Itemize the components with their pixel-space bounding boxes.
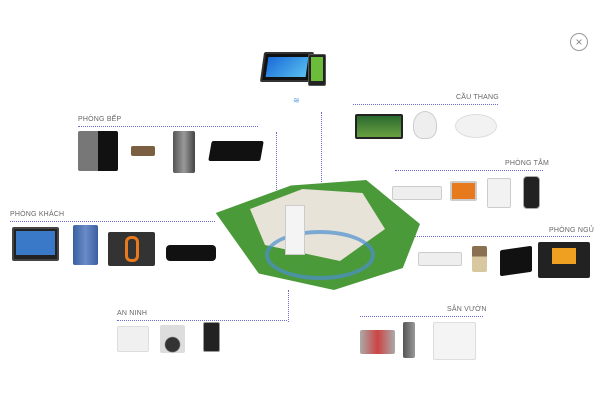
motion-sensor-image [455, 114, 497, 138]
connector-line [353, 104, 498, 105]
connector-line [117, 320, 287, 321]
connector-line [321, 112, 322, 182]
group-label-garden: SÂN VƯỜN [447, 306, 487, 313]
thermostat-panel-image [538, 242, 590, 278]
phone-image [308, 54, 326, 86]
group-label-stairs: CẦU THANG [456, 94, 499, 101]
door-panel-image [203, 322, 220, 352]
air-conditioner-image [418, 252, 462, 266]
security-hub-image [117, 326, 149, 352]
touch-switch-image [78, 131, 118, 171]
connector-line [78, 126, 258, 127]
tablet-image [259, 52, 315, 82]
wifi-icon: ≋ [293, 96, 300, 105]
security-camera-image [160, 325, 185, 353]
connector-line [395, 170, 543, 171]
group-label-bedroom: PHÒNG NGỦ [549, 227, 594, 234]
ceiling-speaker-image [413, 111, 437, 139]
connector-line [10, 221, 215, 222]
garden-switch-image [433, 322, 476, 360]
bath-sensor-image [523, 176, 540, 209]
fridge-image [173, 131, 195, 173]
group-label-security: AN NINH [117, 310, 148, 317]
aquarium-image [355, 114, 403, 139]
connector-line [276, 132, 277, 192]
projector-image [166, 245, 216, 261]
water-heater-image [450, 181, 477, 201]
smart-house-illustration [205, 170, 420, 300]
speaker-system-image [108, 232, 155, 266]
group-label-kitchen: PHÒNG BẾP [78, 116, 122, 123]
curtain-image [73, 225, 98, 265]
sprinkler-image [360, 330, 395, 354]
wall-lights-image [392, 186, 442, 200]
connector-line [288, 290, 289, 322]
control-panel-image [12, 227, 59, 261]
group-label-living: PHÒNG KHÁCH [10, 211, 65, 218]
washing-machine-image [487, 178, 511, 208]
garden-light-image [403, 322, 415, 358]
connector-line [415, 236, 590, 237]
pendant-lamp-image [131, 146, 155, 156]
connector-line [360, 316, 483, 317]
cooktop-image [208, 141, 264, 161]
tv-image [500, 245, 532, 277]
close-button[interactable]: × [570, 33, 588, 51]
table-lamp-image [472, 246, 487, 272]
group-label-bathroom: PHÒNG TẮM [505, 160, 550, 167]
